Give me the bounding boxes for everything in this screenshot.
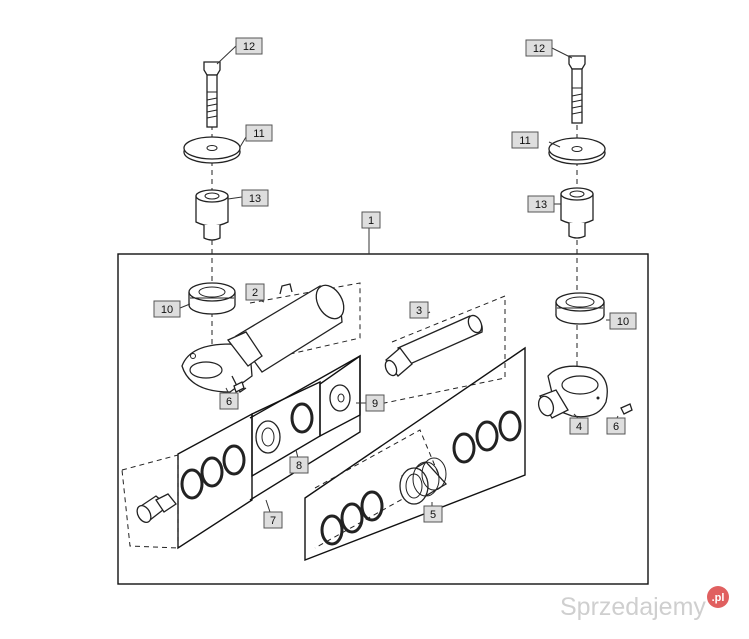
right-mount-stack [548,55,606,372]
callout-1-label: 1 [368,215,374,227]
washer-right [548,137,606,165]
callout-9-label: 9 [372,398,378,410]
callout-6-left-label: 6 [226,396,232,408]
callout-12-right: 12 [525,39,553,57]
callout-13-right: 13 [527,195,555,213]
leader-lines [179,45,619,513]
seal-group-8 [251,380,321,478]
callout-12-left-label: 12 [243,41,255,53]
callout-4-label: 4 [576,421,582,433]
watermark-text: Sprzedajemy [560,593,706,621]
watermark-suffix: .pl [712,592,725,604]
grease-fitting-left [233,381,245,393]
callout-11-left: 11 [245,124,273,142]
watermark: Sprzedajemy .pl [560,586,729,621]
callout-12-right-label: 12 [533,43,545,55]
callout-2-label: 2 [252,287,258,299]
rod-eye [537,365,608,419]
callout-13-right-label: 13 [535,199,547,211]
bearing-ring-left [188,282,236,315]
bolt-right [568,55,586,124]
callout-11-right: 11 [511,131,539,149]
callout-3: 3 [409,301,429,319]
grease-fitting-right [620,403,633,415]
callout-11-left-label: 11 [253,128,264,140]
callout-6-right: 6 [606,417,626,435]
callout-5-label: 5 [430,509,436,521]
piston-rod [374,295,506,406]
end-plug-left [121,454,179,549]
callout-10-left: 10 [153,300,181,318]
callout-10-right-label: 10 [617,316,629,328]
callout-7: 7 [263,511,283,529]
callout-1: 1 [361,211,381,229]
callout-4: 4 [569,417,589,435]
callout-9: 9 [365,394,385,412]
bushing-right [560,187,594,239]
bolt-left [203,61,221,128]
callout-13-left-label: 13 [249,193,261,205]
bearing-ring-right [555,292,605,325]
left-mount-stack [183,61,241,380]
callout-6-right-label: 6 [613,421,619,433]
seal-group-5 [304,346,526,562]
callout-6-left: 6 [219,392,239,410]
callout-8: 8 [289,456,309,474]
callout-10-left-label: 10 [161,304,173,316]
callout-5: 5 [423,505,443,523]
callout-13-left: 13 [241,189,269,207]
bushing-left [195,189,229,241]
callout-8-label: 8 [296,460,302,472]
callout-7-label: 7 [270,515,276,527]
callout-10-right: 10 [609,312,637,330]
callout-2: 2 [245,283,265,301]
watermark-badge [707,586,729,608]
assembly-frame [117,253,649,585]
washer-left [183,136,241,164]
callout-3-label: 3 [416,305,422,317]
callout-11-right-label: 11 [519,135,530,147]
callout-12-left: 12 [235,37,263,55]
